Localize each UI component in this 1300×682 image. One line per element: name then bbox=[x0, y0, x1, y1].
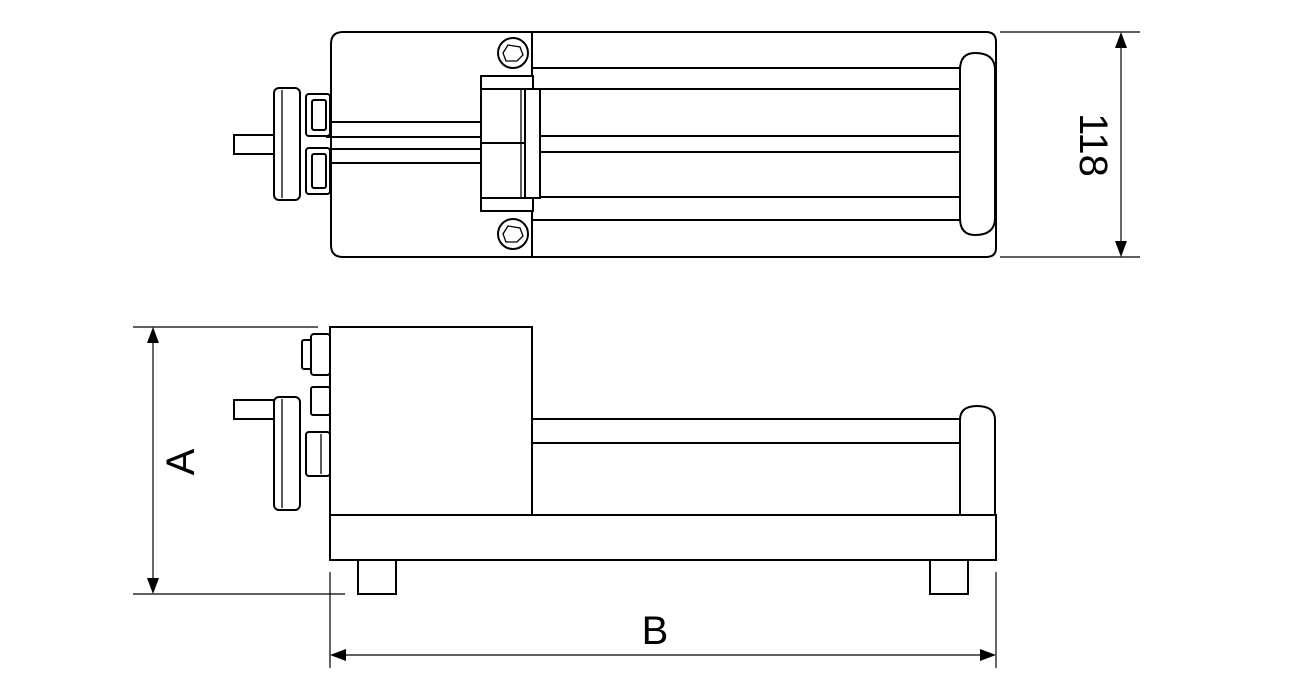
side-view-foot-right bbox=[929, 559, 969, 595]
top-view: 118 bbox=[233, 31, 1140, 258]
top-view-guide-rails bbox=[532, 67, 962, 221]
width-dimension-label: 118 bbox=[1071, 113, 1115, 177]
width-dimension bbox=[1000, 31, 1140, 258]
top-view-spindles bbox=[326, 121, 481, 164]
side-view-rail bbox=[532, 418, 962, 444]
top-view-bearing-nut-upper bbox=[305, 93, 331, 137]
side-view-shaft-stub bbox=[233, 399, 279, 420]
side-view-bearing-nut-middle bbox=[310, 386, 331, 416]
side-view-base-plate bbox=[329, 514, 997, 561]
top-view-bolt-upper bbox=[497, 37, 529, 69]
length-dimension-label: B bbox=[642, 609, 669, 653]
height-dimension-label: A bbox=[159, 448, 203, 475]
height-dimension bbox=[133, 326, 345, 595]
top-view-slider-block bbox=[480, 75, 541, 212]
top-view-shaft-stub bbox=[233, 134, 279, 155]
side-view-bearing-nut-lower bbox=[305, 431, 331, 477]
length-dimension bbox=[329, 572, 997, 668]
side-view-housing bbox=[329, 326, 533, 516]
top-view-handwheel bbox=[273, 87, 301, 201]
side-view-end-stop bbox=[959, 404, 996, 516]
top-view-housing bbox=[330, 31, 997, 258]
side-view: A B bbox=[133, 326, 997, 668]
side-view-handwheel bbox=[273, 396, 301, 511]
top-view-bearing-nut-lower bbox=[305, 147, 331, 195]
top-view-end-stop bbox=[959, 51, 996, 237]
side-view-bearing-nut-upper bbox=[301, 333, 331, 376]
side-view-foot-left bbox=[357, 559, 397, 595]
top-view-bolt-lower bbox=[497, 218, 529, 250]
